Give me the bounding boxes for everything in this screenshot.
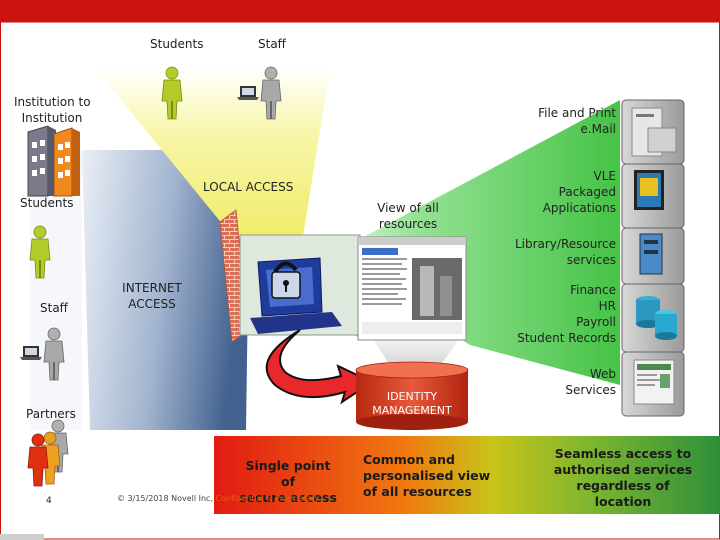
top-staff-label: Staff — [258, 37, 286, 51]
benefits-band — [214, 436, 720, 514]
internet-access-wedge — [82, 150, 250, 430]
footer-copyright: © 3/15/2018 Novell Inc, Confidential & P… — [117, 494, 320, 503]
curved-arrow-icon — [265, 329, 375, 405]
page-number: 4 — [46, 496, 52, 506]
left-staff-label: Staff — [40, 301, 68, 315]
local-access-label: LOCAL ACCESS — [203, 180, 294, 194]
left-students-label: Students — [20, 196, 74, 210]
finance-database-icon — [621, 283, 685, 353]
top-bar — [0, 0, 720, 22]
browser-screenshot — [357, 236, 467, 341]
web-server-icon — [621, 351, 685, 417]
services-wedge — [330, 100, 620, 385]
staff-laptop-icon — [20, 346, 42, 360]
partners-label: Partners — [26, 407, 76, 421]
institution-buildings-icon — [27, 125, 80, 197]
secure-computer-icon — [239, 234, 361, 336]
identity-database-icon — [355, 361, 469, 430]
library-server-icon — [621, 227, 685, 285]
staff-laptop-icon — [237, 86, 259, 100]
vle-server-icon — [621, 163, 685, 229]
partners-group-icon — [27, 419, 69, 487]
top-students-label: Students — [150, 37, 204, 51]
file-server-icon — [621, 99, 685, 165]
